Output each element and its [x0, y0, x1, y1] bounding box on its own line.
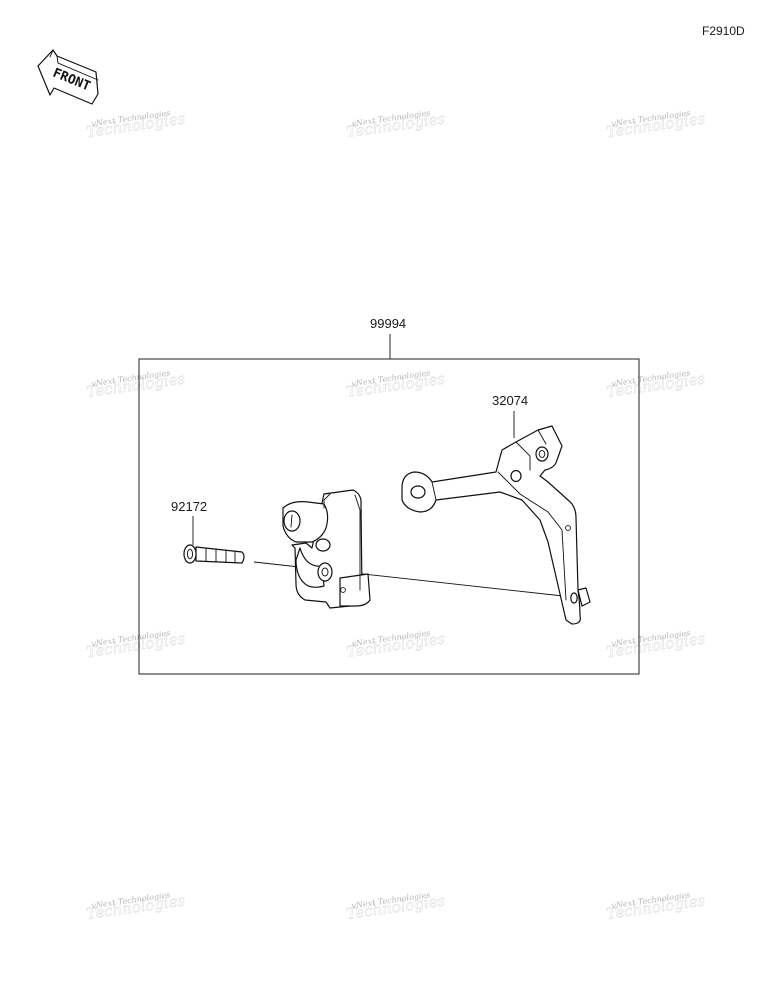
figure-number: F2910D [702, 24, 745, 38]
watermark-layer: Technologies vNext Technologies Technolo… [85, 108, 707, 923]
assembly-frame [138, 358, 640, 675]
watermark: Technologies vNext Technologies [345, 108, 447, 141]
watermark: Technologies vNext Technologies [85, 890, 187, 923]
front-arrow-icon: FRONT [37, 49, 99, 105]
watermark: Technologies vNext Technologies [605, 628, 707, 661]
watermark: Technologies vNext Technologies [345, 368, 447, 401]
watermark: Technologies vNext Technologies [345, 890, 447, 923]
assembly-part-number: 99994 [370, 316, 406, 331]
helmet-lock-part [282, 489, 371, 609]
bracket-part [401, 425, 591, 625]
part-label-32074: 32074 [492, 393, 528, 408]
part-label-92172: 92172 [171, 499, 207, 514]
screw-part [183, 544, 245, 564]
watermark: Technologies vNext Technologies [85, 108, 187, 141]
watermark: Technologies vNext Technologies [85, 368, 187, 401]
watermark: Technologies vNext Technologies [85, 628, 187, 661]
watermark: Technologies vNext Technologies [605, 890, 707, 923]
watermark: Technologies vNext Technologies [605, 108, 707, 141]
watermark: Technologies vNext Technologies [605, 368, 707, 401]
watermark: Technologies vNext Technologies [345, 628, 447, 661]
